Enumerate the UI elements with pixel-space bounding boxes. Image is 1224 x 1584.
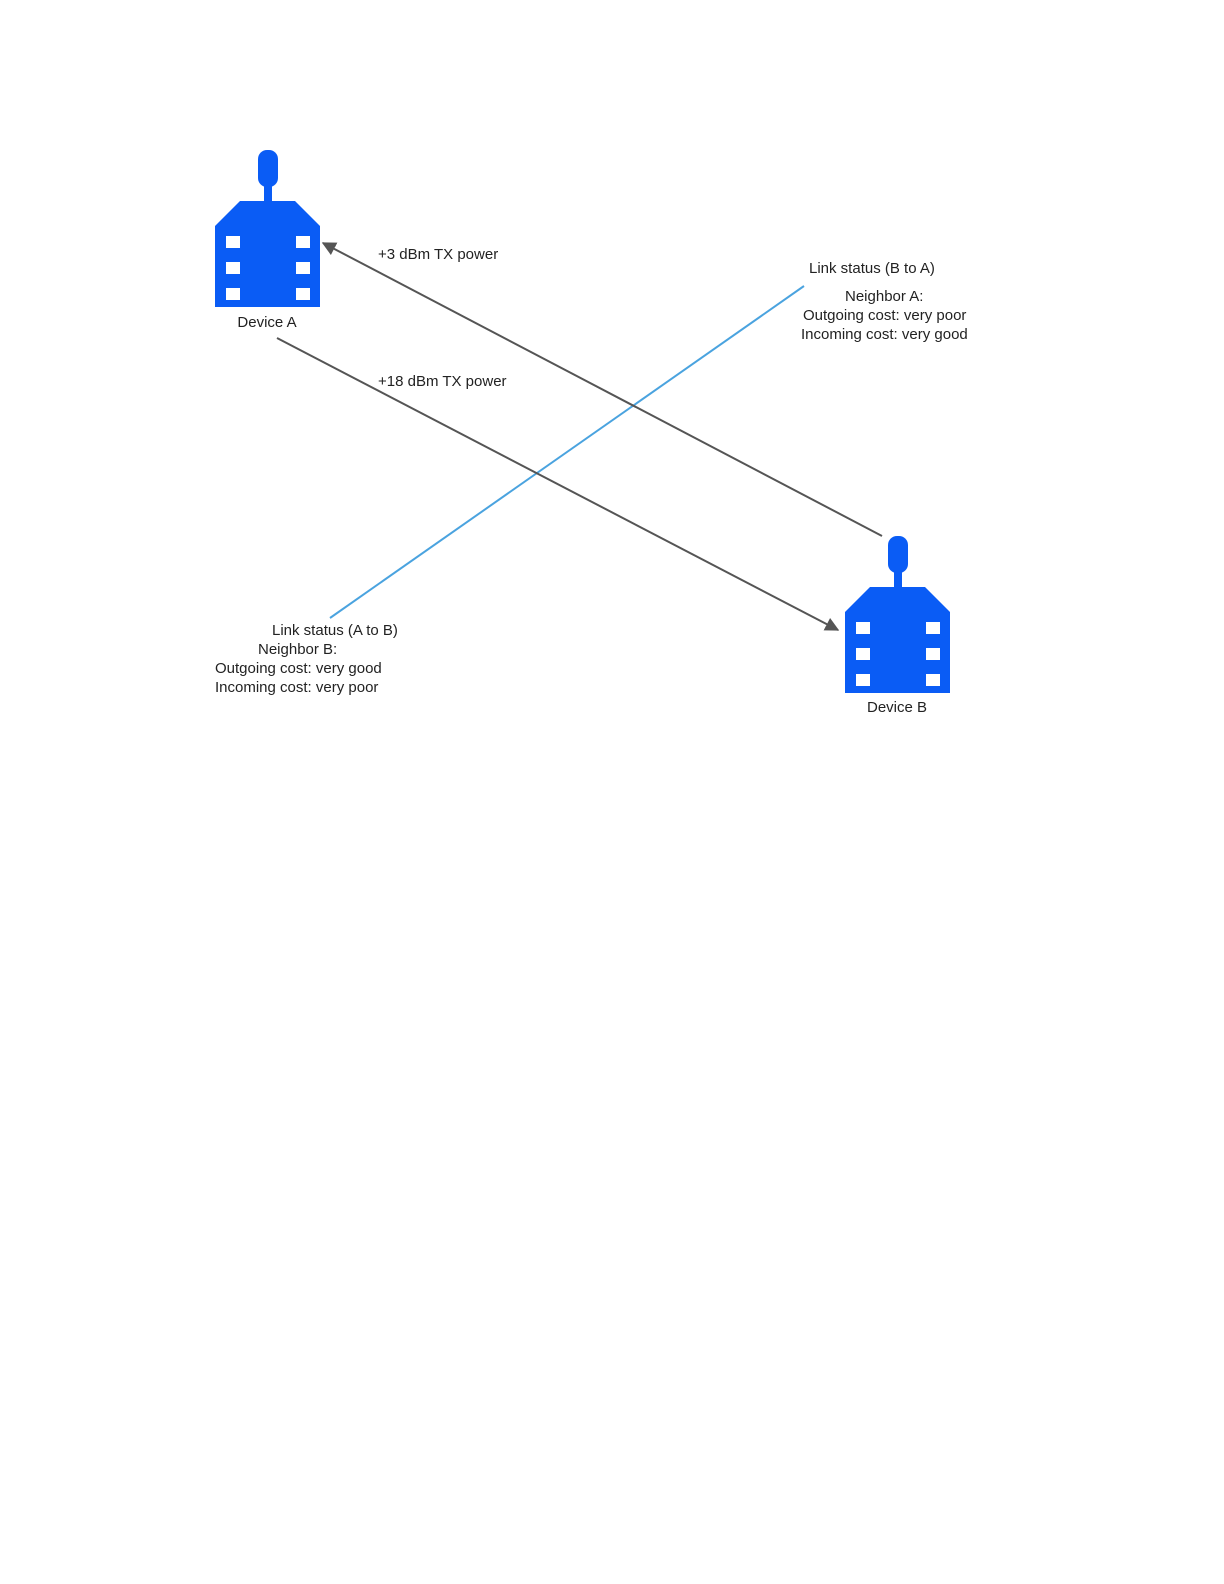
- link-status-b-to-a-neighbor: Neighbor A:: [845, 287, 923, 306]
- link-status-a-to-b-outgoing: Outgoing cost: very good: [215, 659, 382, 678]
- link-status-b-to-a-outgoing: Outgoing cost: very poor: [803, 306, 966, 325]
- device-b-icon: [845, 536, 950, 693]
- link-status-b-to-a-incoming: Incoming cost: very good: [801, 325, 968, 344]
- device-b-label: Device B: [847, 698, 947, 717]
- link-status-a-to-b-title: Link status (A to B): [272, 621, 398, 640]
- tx-power-label-a-to-b: +18 dBm TX power: [378, 372, 507, 391]
- link-status-a-to-b-neighbor: Neighbor B:: [258, 640, 337, 659]
- antenna-icon: [258, 150, 278, 187]
- device-a-icon: [215, 150, 320, 307]
- tx-arrow-a-to-b: [277, 338, 838, 630]
- link-status-line: [330, 286, 804, 618]
- antenna-icon: [888, 536, 908, 573]
- link-status-b-to-a-title: Link status (B to A): [809, 259, 935, 278]
- tx-power-label-b-to-a: +3 dBm TX power: [378, 245, 498, 264]
- device-a-label: Device A: [217, 313, 317, 332]
- link-status-a-to-b-incoming: Incoming cost: very poor: [215, 678, 378, 697]
